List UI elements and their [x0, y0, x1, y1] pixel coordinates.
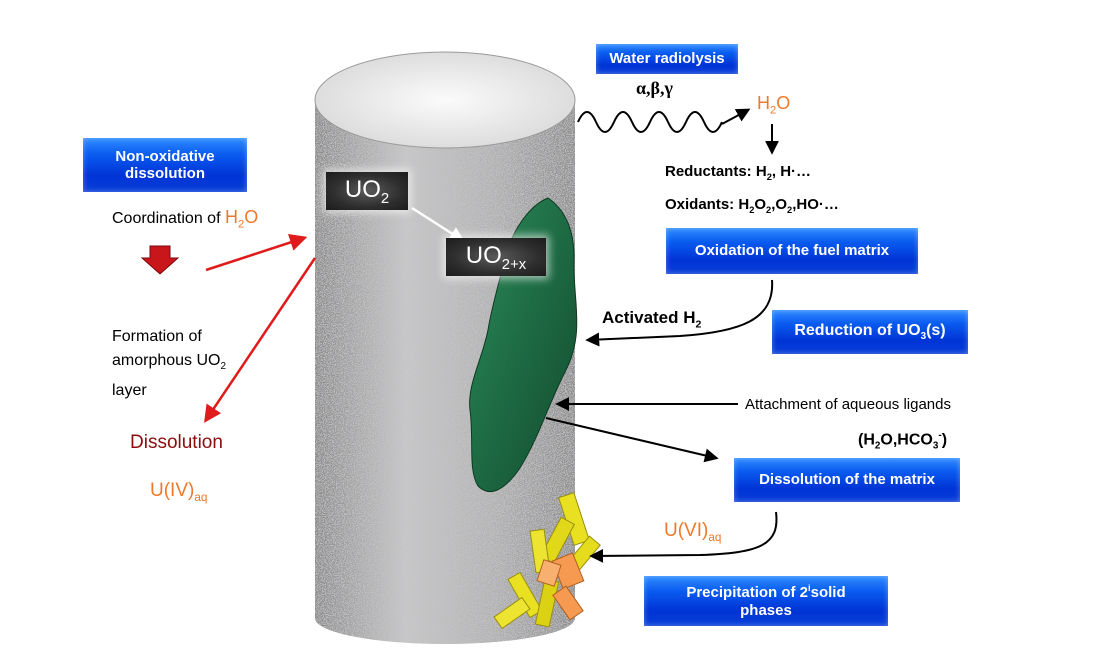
precipitation-box: Precipitation of 2i solid phases: [644, 576, 888, 626]
secondary-phase-crystals: [493, 492, 601, 630]
u-vi-label: U(VI)aq: [664, 520, 722, 544]
dissolution-matrix-arrow: [545, 417, 719, 463]
red-down-block-arrow: [140, 245, 180, 275]
non-oxidative-line1: Non-oxidative: [115, 147, 215, 165]
radiation-label: α,β,γ: [636, 78, 673, 98]
dissolution-red-arrow: [204, 257, 317, 423]
formation-label: Formation of amorphous UO2 layer: [112, 328, 227, 400]
water-radiolysis-label: Water radiolysis: [609, 50, 725, 68]
reduction-label: Reduction of UO3(s): [794, 321, 946, 342]
h2o-top-label: H2O: [757, 93, 791, 117]
dissolution-matrix-label: Dissolution of the matrix: [759, 471, 935, 489]
reductants-label: Reductants: H2, H·…: [665, 163, 812, 182]
coordination-arrow: [205, 234, 308, 272]
uo2-label-box: UO2: [326, 172, 408, 210]
non-oxidative-dissolution-box: Non-oxidative dissolution: [83, 138, 247, 192]
dissolution-matrix-box: Dissolution of the matrix: [734, 458, 960, 502]
oxidation-box: Oxidation of the fuel matrix: [666, 228, 918, 274]
oxidation-label: Oxidation of the fuel matrix: [694, 242, 890, 260]
non-oxidative-line2: dissolution: [125, 165, 205, 182]
radiation-wave: [577, 111, 723, 133]
reduction-box: Reduction of UO3(s): [772, 310, 968, 354]
water-radiolysis-box: Water radiolysis: [596, 44, 738, 74]
dissolution-label: Dissolution: [130, 432, 223, 453]
attachment-label: Attachment of aqueous ligands: [745, 396, 951, 413]
precipitation-line2: phases: [740, 601, 792, 619]
uo2-conversion-arrow: [411, 206, 465, 242]
oxidants-label: Oxidants: H2O2,O2,HO·…: [665, 196, 839, 215]
coordination-label: Coordination of H2O: [112, 207, 259, 231]
green-oxidized-patch: [469, 197, 578, 492]
precipitation-arrow: [589, 511, 778, 563]
activated-h2-arrow: [585, 279, 774, 347]
radiation-arrow: [721, 108, 751, 125]
ligands-label: (H2O,HCO3-): [858, 430, 948, 452]
uo2x-label-box: UO2+x: [446, 238, 546, 276]
u-iv-label: U(IV)aq: [150, 480, 208, 504]
precipitation-line1: Precipitation of 2i solid: [686, 583, 846, 602]
activated-h2-label: Activated H2: [602, 308, 702, 331]
